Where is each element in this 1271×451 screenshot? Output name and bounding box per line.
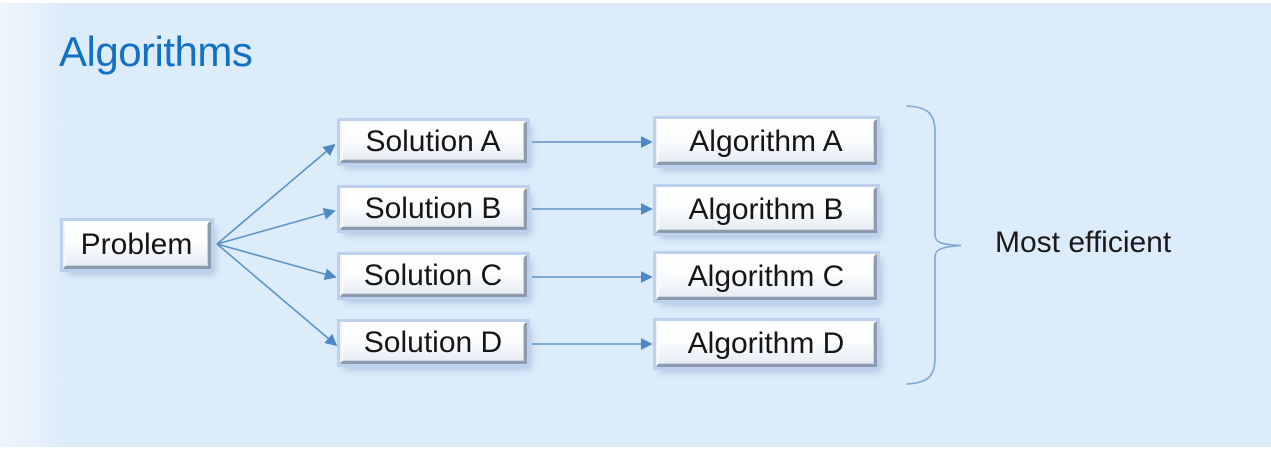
brace-shape	[906, 105, 962, 385]
node-algorithm-a-label: Algorithm A	[689, 124, 843, 158]
node-algorithm-d: Algorithm D	[656, 321, 877, 367]
edge-problem-solution-a	[216, 143, 336, 245]
node-solution-b-label: Solution B	[364, 191, 502, 225]
node-algorithm-c-label: Algorithm C	[687, 259, 845, 293]
edge-problem-solution-d	[216, 243, 338, 347]
edge-problem-solution-c	[216, 243, 337, 281]
node-solution-d-label: Solution D	[363, 325, 503, 359]
slide-title: Algorithms	[59, 28, 253, 75]
node-algorithm-b: Algorithm B	[656, 187, 877, 233]
annotation-most-efficient: Most efficient	[995, 226, 1172, 259]
node-solution-d: Solution D	[340, 322, 527, 364]
node-solution-a-label: Solution A	[365, 124, 501, 158]
node-problem-label: Problem	[80, 227, 193, 261]
node-problem: Problem	[63, 221, 211, 269]
node-solution-c-label: Solution C	[363, 258, 503, 292]
node-algorithm-a: Algorithm A	[656, 119, 877, 165]
node-solution-b: Solution B	[340, 188, 527, 230]
node-algorithm-b-label: Algorithm B	[688, 192, 844, 226]
node-algorithm-c: Algorithm C	[656, 254, 877, 300]
node-solution-c: Solution C	[340, 255, 527, 297]
edge-problem-solution-b	[216, 207, 336, 245]
node-algorithm-d-label: Algorithm D	[687, 326, 845, 360]
node-solution-a: Solution A	[340, 121, 527, 163]
